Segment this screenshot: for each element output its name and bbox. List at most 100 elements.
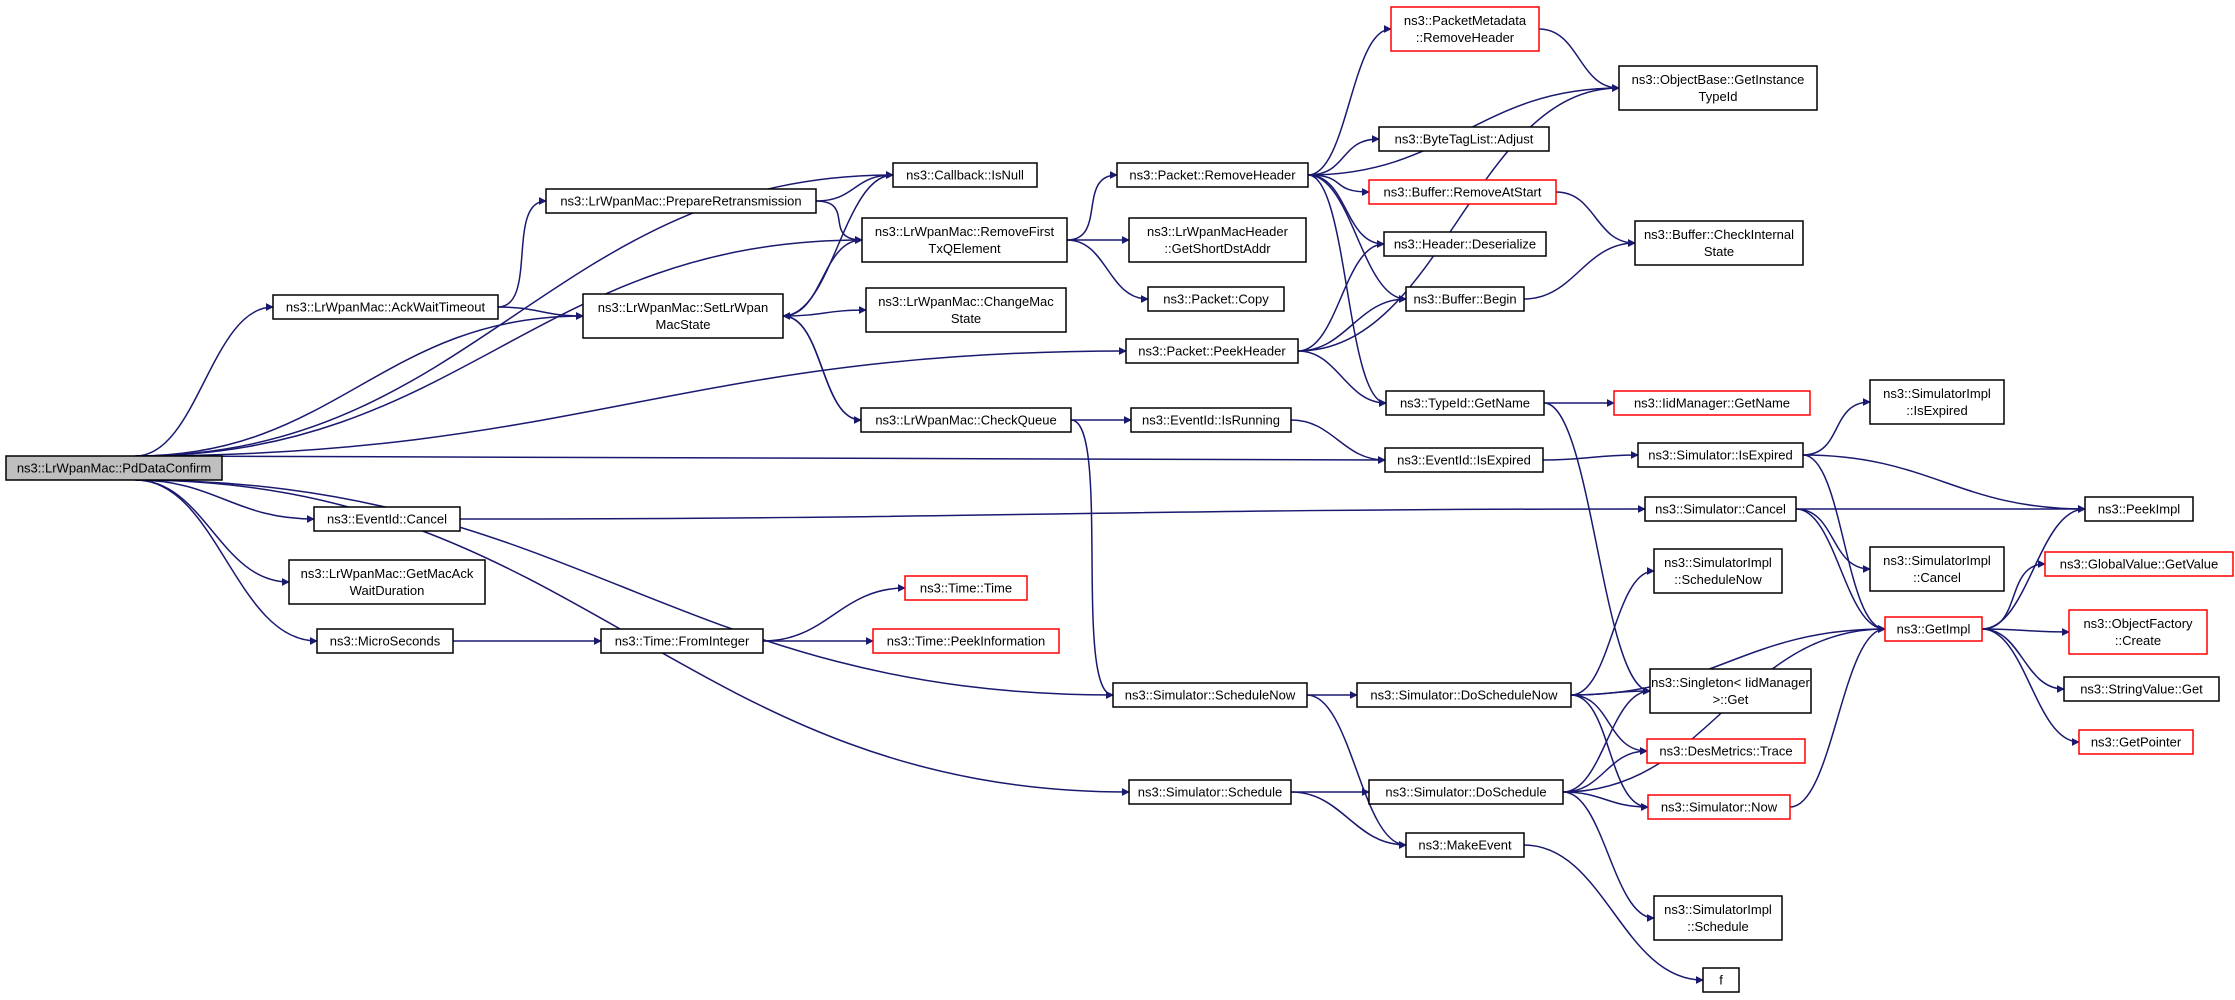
node-simimplschednow[interactable]: ns3::SimulatorImpl::ScheduleNow — [1653, 548, 1783, 594]
node-label: TxQElement — [928, 241, 1001, 256]
edge-root-micro — [135, 479, 318, 645]
node-bufremove[interactable]: ns3::Buffer::RemoveAtStart — [1368, 179, 1557, 205]
node-label: ::GetShortDstAddr — [1164, 241, 1271, 256]
node-label: ns3::LrWpanMac::RemoveFirst — [875, 224, 1055, 239]
node-simcancel[interactable]: ns3::Simulator::Cancel — [1644, 496, 1797, 522]
node-cbnull[interactable]: ns3::Callback::IsNull — [892, 162, 1038, 188]
node-label: ns3::Time::Time — [920, 581, 1012, 596]
node-label: ns3::Simulator::Now — [1661, 800, 1778, 815]
edge-bufremove-bufcheck — [1555, 191, 1636, 247]
edge-pktpeek-typename — [1297, 350, 1387, 407]
node-box — [2068, 609, 2208, 655]
node-label: ns3::EventId::IsRunning — [1142, 413, 1280, 428]
node-box — [1618, 65, 1818, 111]
node-root[interactable]: ns3::LrWpanMac::PdDataConfirm — [5, 455, 223, 481]
node-isrunning[interactable]: ns3::EventId::IsRunning — [1130, 407, 1292, 433]
node-label: ::Schedule — [1687, 919, 1748, 934]
node-globalval[interactable]: ns3::GlobalValue::GetValue — [2044, 551, 2234, 577]
node-checkqueue[interactable]: ns3::LrWpanMac::CheckQueue — [860, 407, 1072, 433]
node-label: ns3::IidManager::GetName — [1634, 396, 1790, 411]
node-peekimpl[interactable]: ns3::PeekImpl — [2084, 496, 2194, 522]
node-makeevent[interactable]: ns3::MakeEvent — [1405, 832, 1525, 858]
node-pktcopy[interactable]: ns3::Packet::Copy — [1147, 286, 1285, 312]
node-desmetrics[interactable]: ns3::DesMetrics::Trace — [1646, 738, 1806, 764]
node-simnow[interactable]: ns3::Simulator::Now — [1647, 794, 1791, 820]
node-box — [1385, 390, 1545, 416]
edge-removefirst-pktcopy — [1066, 239, 1149, 303]
node-getshort[interactable]: ns3::LrWpanMacHeader::GetShortDstAddr — [1128, 217, 1307, 263]
node-label: ns3::Buffer::RemoveAtStart — [1384, 185, 1542, 200]
node-doschednow[interactable]: ns3::Simulator::DoScheduleNow — [1356, 682, 1572, 708]
edge-pktpeek-bufbegin — [1297, 295, 1407, 352]
node-typename[interactable]: ns3::TypeId::GetName — [1385, 390, 1545, 416]
node-fromint[interactable]: ns3::Time::FromInteger — [600, 628, 764, 654]
node-box — [1128, 779, 1292, 805]
node-box — [1147, 286, 1285, 312]
node-simimplcancel[interactable]: ns3::SimulatorImpl::Cancel — [1869, 546, 2005, 592]
node-ackwait[interactable]: ns3::LrWpanMac::AckWaitTimeout — [272, 294, 499, 320]
node-sched[interactable]: ns3::Simulator::Schedule — [1128, 779, 1292, 805]
node-pktpeek[interactable]: ns3::Packet::PeekHeader — [1125, 338, 1299, 364]
node-label: WaitDuration — [350, 583, 425, 598]
edge-getimpl-stringval — [1981, 628, 2065, 693]
edge-checkqueue-schednow — [1070, 419, 1114, 699]
node-box — [582, 293, 784, 339]
edge-setstate-removefirst — [782, 236, 863, 317]
edge-simcancel-simimplcancel — [1795, 508, 1871, 573]
node-schednow[interactable]: ns3::Simulator::ScheduleNow — [1112, 682, 1308, 708]
node-objfactory[interactable]: ns3::ObjectFactory::Create — [2068, 609, 2208, 655]
node-bufbegin[interactable]: ns3::Buffer::Begin — [1405, 286, 1525, 312]
edge-isexpired-simisexp — [1542, 451, 1639, 461]
node-hdrdeser[interactable]: ns3::Header::Deserialize — [1383, 231, 1547, 257]
node-box — [1869, 379, 2005, 425]
node-simimplsched[interactable]: ns3::SimulatorImpl::Schedule — [1653, 895, 1783, 941]
node-label: ns3::Packet::RemoveHeader — [1129, 168, 1296, 183]
node-getimpl[interactable]: ns3::GetImpl — [1884, 616, 1983, 642]
node-simimplexp[interactable]: ns3::SimulatorImpl::IsExpired — [1869, 379, 2005, 425]
node-f[interactable]: f — [1702, 967, 1740, 993]
node-bytetag[interactable]: ns3::ByteTagList::Adjust — [1378, 126, 1550, 152]
node-singleton[interactable]: ns3::Singleton< IidManager>::Get — [1649, 668, 1812, 714]
node-peekinfo[interactable]: ns3::Time::PeekInformation — [872, 628, 1060, 654]
node-pktremove[interactable]: ns3::Packet::RemoveHeader — [1116, 162, 1309, 188]
edge-dosched-desmetrics — [1562, 747, 1648, 793]
node-simisexp[interactable]: ns3::Simulator::IsExpired — [1637, 442, 1804, 468]
node-getpointer[interactable]: ns3::GetPointer — [2078, 729, 2194, 755]
edge-bufbegin-bufcheck — [1523, 239, 1636, 300]
node-label: ns3::Simulator::DoScheduleNow — [1370, 688, 1558, 703]
node-prepare[interactable]: ns3::LrWpanMac::PrepareRetransmission — [545, 188, 817, 214]
node-dosched[interactable]: ns3::Simulator::DoSchedule — [1368, 779, 1564, 805]
edge-eventcancel-simcancel — [459, 505, 1646, 520]
edge-fromint-timetime — [762, 584, 906, 642]
edge-pktpeek-hdrdeser — [1297, 240, 1385, 352]
node-label: ns3::LrWpanMac::PdDataConfirm — [17, 461, 211, 476]
node-stringval[interactable]: ns3::StringValue::Get — [2063, 676, 2220, 702]
node-micro[interactable]: ns3::MicroSeconds — [316, 628, 454, 654]
node-isexpired[interactable]: ns3::EventId::IsExpired — [1384, 447, 1544, 473]
edge-setstate-changemac — [782, 306, 867, 317]
node-pmremove[interactable]: ns3::PacketMetadata::RemoveHeader — [1390, 6, 1540, 52]
node-eventcancel[interactable]: ns3::EventId::Cancel — [313, 506, 461, 532]
edge-root-schednow — [135, 479, 1114, 699]
edge-doschednow-simimplschednow — [1570, 567, 1655, 696]
node-label: ns3::Buffer::Begin — [1413, 292, 1516, 307]
node-label: ns3::Header::Deserialize — [1394, 237, 1536, 252]
edge-makeevent-f — [1523, 844, 1704, 984]
edge-pktremove-bytetag — [1307, 135, 1380, 176]
edge-prepare-cbnull — [815, 171, 894, 202]
node-timetime[interactable]: ns3::Time::Time — [904, 575, 1028, 601]
edge-dosched-singleton — [1562, 687, 1651, 793]
edge-isrunning-isexpired — [1290, 419, 1386, 464]
node-label: ns3::LrWpanMac::CheckQueue — [875, 413, 1056, 428]
node-label: State — [1704, 244, 1734, 259]
node-iidget[interactable]: ns3::IidManager::GetName — [1613, 390, 1811, 416]
node-box — [316, 628, 454, 654]
node-box — [1637, 442, 1804, 468]
